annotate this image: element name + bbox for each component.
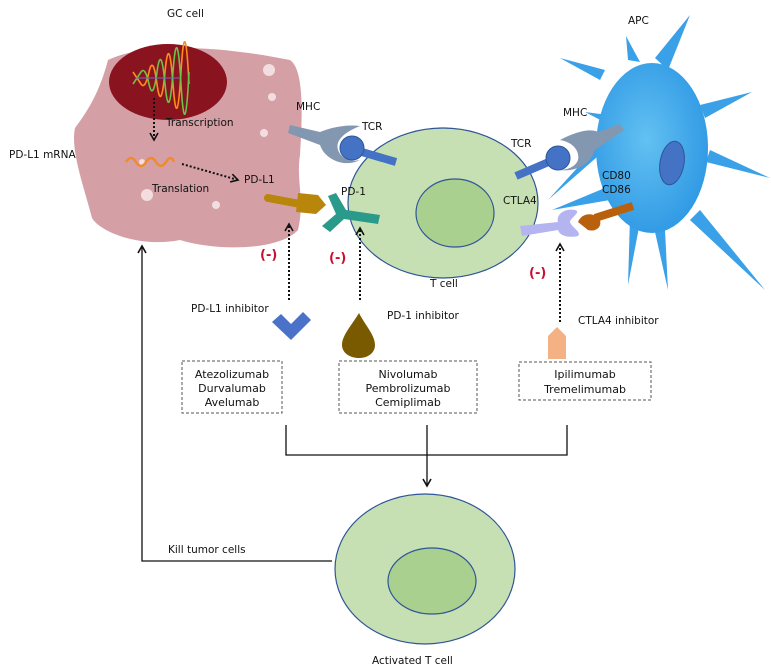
pd-1-inhibitor-label: PD-1 inhibitor <box>387 310 459 322</box>
drug-atezolizumab: Atezolizumab <box>195 368 269 381</box>
mrna-icon <box>124 156 176 168</box>
pd-1-inhibitor-icon <box>342 313 375 358</box>
pd-1-negative-mark: (-) <box>329 251 346 266</box>
cd86-label: CD86 <box>602 184 631 196</box>
translation-label: Translation <box>151 183 209 195</box>
merge-connector <box>285 425 568 488</box>
gc-cell-label: GC cell <box>167 8 204 20</box>
ctla4-negative-mark: (-) <box>529 266 546 281</box>
ctla4-inhibitor-label: CTLA4 inhibitor <box>578 315 659 327</box>
drug-cemiplimab: Cemiplimab <box>375 396 441 409</box>
gc-nucleus <box>109 44 227 120</box>
kill-tumor-arrow <box>137 244 332 562</box>
activated-t-cell-nucleus <box>387 547 477 615</box>
pd-l1-negative-mark: (-) <box>260 248 277 263</box>
tcr-left-label: TCR <box>361 121 382 133</box>
activated-t-cell-label: Activated T cell <box>372 655 453 667</box>
drug-nivolumab: Nivolumab <box>379 368 438 381</box>
drug-avelumab: Avelumab <box>205 396 260 409</box>
drug-tremelimumab: Tremelimumab <box>543 383 626 396</box>
activated-t-cell <box>334 493 516 645</box>
ctla4-receptor <box>520 209 579 237</box>
transcription-label: Transcription <box>165 117 234 129</box>
pdl1-mrna-label: PD-L1 mRNA <box>9 149 76 161</box>
t-cell-label: T cell <box>429 278 458 290</box>
pd-l1-ligand <box>264 193 326 214</box>
apc-cell <box>548 15 770 290</box>
cd80-cd86-ligand <box>578 202 635 231</box>
apc-nucleus <box>659 140 685 186</box>
t-cell-nucleus <box>415 178 495 248</box>
pd-l1-inhibitor-icon <box>272 312 311 340</box>
dna-icon <box>132 40 190 116</box>
cd80-label: CD80 <box>602 170 631 182</box>
drug-ipilimumab: Ipilimumab <box>554 368 616 381</box>
apc-label: APC <box>628 15 649 27</box>
mhc-left-label: MHC <box>296 101 320 113</box>
ctla4-label: CTLA4 <box>503 195 537 207</box>
pd-l1-drug-box <box>181 360 283 414</box>
kill-tumor-label: Kill tumor cells <box>168 544 246 556</box>
mhc-tcr-left <box>288 125 398 166</box>
drug-pembrolizumab: Pembrolizumab <box>365 382 450 395</box>
gc-cell <box>73 40 302 248</box>
mhc-right-label: MHC <box>563 107 587 119</box>
pd-l1-inhibitor-label: PD-L1 inhibitor <box>191 303 269 315</box>
ctla4-inhibitor-icon <box>548 327 566 359</box>
mhc-tcr-right <box>514 124 624 180</box>
drug-durvalumab: Durvalumab <box>198 382 266 395</box>
pd1-label: PD-1 <box>341 186 366 198</box>
tcr-right-label: TCR <box>510 138 531 150</box>
t-cell <box>347 127 539 279</box>
pd-1-receptor <box>322 193 380 232</box>
translation-arrow <box>181 163 240 183</box>
ctla4-drug-box <box>518 361 652 401</box>
pdl1-label: PD-L1 <box>244 174 275 186</box>
